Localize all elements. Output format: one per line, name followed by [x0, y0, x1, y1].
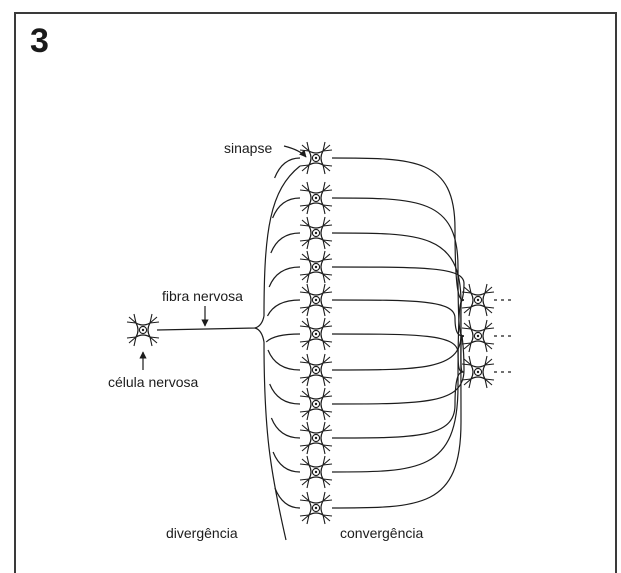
divergence-branch [268, 350, 300, 370]
cell-layer [127, 142, 494, 524]
middle-neuron [300, 251, 332, 283]
middle-neuron [300, 142, 332, 174]
divergence-branch [269, 267, 300, 287]
divergence-branch [271, 233, 300, 253]
middle-neuron [300, 182, 332, 214]
convergence-fiber [332, 233, 464, 372]
divergence-trunk-lower [264, 342, 286, 540]
label-celula-nervosa: célula nervosa [108, 374, 198, 390]
convergence-fiber [332, 334, 464, 372]
middle-neuron [300, 217, 332, 249]
nerve-fiber [157, 316, 264, 330]
middle-neuron [300, 354, 332, 386]
middle-neuron [300, 492, 332, 524]
divergence-trunk-upper [264, 166, 300, 316]
divergence-branch [270, 384, 300, 404]
convergence-fiber [332, 300, 464, 336]
arrow-layer [143, 146, 306, 370]
label-convergencia: convergência [340, 525, 423, 541]
source-neuron [127, 314, 159, 346]
label-sinapse: sinapse [224, 140, 272, 156]
divergence-branch [273, 198, 300, 218]
middle-neuron [300, 422, 332, 454]
middle-neuron [300, 388, 332, 420]
convergence-fiber [332, 372, 464, 438]
fiber-layer [157, 158, 512, 540]
divergence-branch [275, 158, 300, 178]
convergence-fiber [332, 267, 464, 300]
divergence-branch [273, 452, 300, 472]
target-neuron [462, 356, 494, 388]
divergence-branch [271, 418, 300, 438]
label-fibra-nervosa: fibra nervosa [162, 288, 243, 304]
sinapse-arrow [284, 146, 306, 157]
target-neuron [462, 284, 494, 316]
label-divergencia: divergência [166, 525, 238, 541]
target-neuron [462, 320, 494, 352]
convergence-fiber [332, 158, 464, 300]
middle-neuron [300, 318, 332, 350]
nerve-fiber-lower [255, 328, 264, 342]
divergence-branch [266, 334, 300, 342]
convergence-fiber [332, 300, 464, 472]
divergence-branch [268, 300, 301, 316]
middle-neuron [300, 284, 332, 316]
middle-neuron [300, 456, 332, 488]
